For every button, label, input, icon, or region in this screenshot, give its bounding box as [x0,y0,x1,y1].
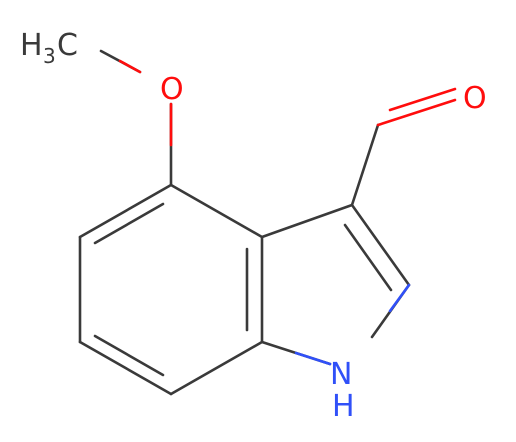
bond-c3-c2 [350,203,411,287]
bond-methyl-oxygen-red [118,59,142,74]
methyl-c: C [57,28,78,63]
methyl-label: H 3 C [20,28,78,68]
bond-c6-c7 [78,340,173,396]
methyl-subscript: 3 [43,44,56,68]
bond-c7-c7a [169,340,264,396]
bond-c2-n1-blue [388,283,411,313]
bond-c3-cho [350,123,380,207]
bond-cho-o-second [388,87,457,112]
aldehyde-oxygen-label: O [463,81,487,116]
bond-c7a-n1-blue [294,351,332,366]
bond-group [78,49,457,396]
ether-oxygen-label: O [160,72,184,107]
nh-hydrogen-label: H [332,389,355,424]
methyl-h: H [20,28,43,63]
bond-c4-c5-inner [93,202,165,245]
bond-c4-c5 [78,183,173,239]
bond-c6-c7-inner [93,334,165,377]
bond-cho-o [376,98,457,127]
bond-c3a-c3 [260,203,354,239]
bond-c3-c2-inner [343,223,393,292]
nh-label: N H [330,357,355,424]
nitrogen-label: N [330,357,352,392]
bond-c3a-c4 [169,183,264,239]
